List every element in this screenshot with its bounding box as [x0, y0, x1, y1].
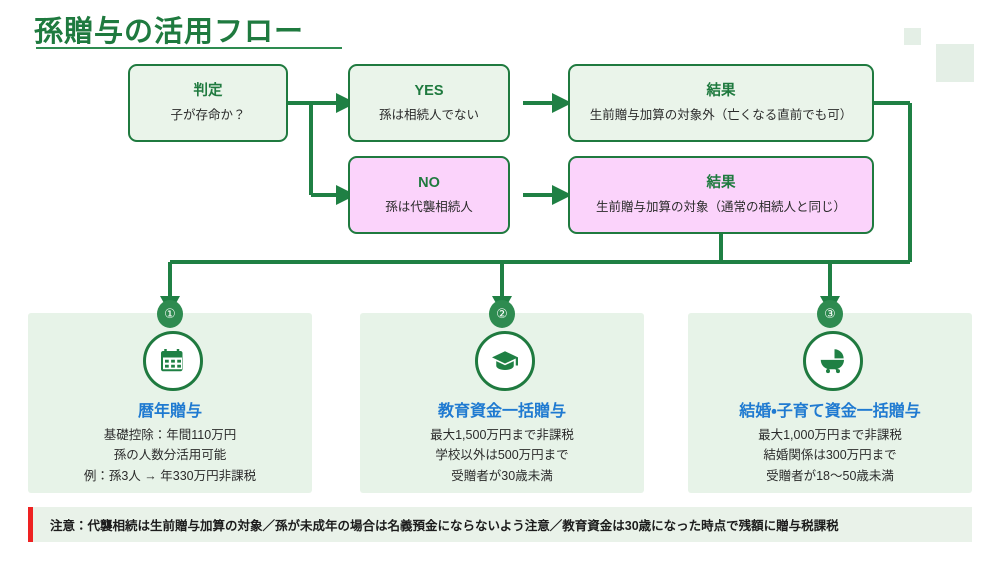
flow-box-no: NO 孫は代襲相続人 [348, 156, 510, 234]
benefit-card-calendar-gift: ① 暦年贈与 基礎控除：年間110万円 孫の人数分活用可能 例：孫3人 → 年3… [28, 300, 312, 493]
flow-box-judgement: 判定 子が存命か？ [128, 64, 288, 142]
card-line: 学校以外は500万円まで [435, 448, 569, 463]
flow-box-no-title: NO [418, 174, 440, 191]
card-line: 受贈者が30歳未満 [451, 468, 553, 483]
card-lines-1: 基礎控除：年間110万円 孫の人数分活用可能 例：孫3人 → 年330万円非課税 [28, 425, 312, 486]
calendar-icon [143, 331, 203, 391]
card-title-1: 暦年贈与 [137, 403, 202, 420]
flow-box-yes: YES 孫は相続人でない [348, 64, 510, 142]
flow-box-result-yes: 結果 生前贈与加算の対象外（亡くなる直前でも可） [568, 64, 874, 142]
flow-box-result-no-title: 結果 [706, 174, 736, 191]
card-title-3: 結婚・子育て資金一括贈与 [739, 403, 921, 420]
notice-text: 注意：代襲相続は生前贈与加算の対象／孫が未成年の場合は名義預金にならないよう注意… [50, 519, 839, 533]
flow-box-no-sub: 孫は代襲相続人 [385, 199, 473, 214]
flow-box-result-yes-title: 結果 [706, 82, 736, 99]
card-line: 基礎控除：年間110万円 [103, 428, 237, 442]
card-title-2: 教育資金一括贈与 [437, 403, 566, 420]
stroller-icon [803, 331, 863, 391]
flow-box-result-no-sub: 生前贈与加算の対象（通常の相続人と同じ） [595, 199, 846, 214]
card-line: 結婚関係は300万円まで [763, 448, 897, 463]
card-line: 例：孫3人 → 年330万円非課税 [83, 468, 257, 483]
card-badge-2: ② [489, 300, 515, 328]
benefit-card-education-fund: ② 教育資金一括贈与 最大1,500万円まで非課税 学校以外は500万円まで 受… [360, 300, 644, 493]
flow-box-result-no: 結果 生前贈与加算の対象（通常の相続人と同じ） [568, 156, 874, 234]
card-line: 孫の人数分活用可能 [113, 448, 227, 463]
card-badge-1: ① [157, 300, 183, 328]
card-line: 最大1,500万円まで非課税 [430, 428, 574, 442]
card-badge-3: ③ [817, 300, 843, 328]
flow-box-yes-sub: 孫は相続人でない [378, 107, 479, 122]
benefit-card-marriage-childcare-fund: ③ 結婚・子育て資金一括贈与 最大1,000万円まで非課税 結婚関係は300万円… [688, 300, 972, 493]
card-line: 受贈者が18〜50歳未満 [766, 468, 894, 483]
flow-box-judgement-sub: 子が存命か？ [170, 107, 246, 122]
card-lines-3: 最大1,000万円まで非課税 結婚関係は300万円まで 受贈者が18〜50歳未満 [688, 425, 972, 486]
title-underline [36, 47, 342, 49]
flow-box-yes-title: YES [414, 82, 444, 99]
notice-bar: 注意：代襲相続は生前贈与加算の対象／孫が未成年の場合は名義預金にならないよう注意… [28, 507, 972, 542]
card-line: 最大1,000万円まで非課税 [758, 428, 902, 442]
card-lines-2: 最大1,500万円まで非課税 学校以外は500万円まで 受贈者が30歳未満 [360, 425, 644, 486]
flow-box-result-yes-sub: 生前贈与加算の対象外（亡くなる直前でも可） [589, 107, 853, 122]
decorative-square-small [904, 28, 921, 45]
graduation-cap-icon [475, 331, 535, 391]
decorative-square-large [936, 44, 974, 82]
flow-box-judgement-title: 判定 [193, 82, 223, 99]
page-title: 孫贈与の活用フロー [34, 16, 305, 48]
